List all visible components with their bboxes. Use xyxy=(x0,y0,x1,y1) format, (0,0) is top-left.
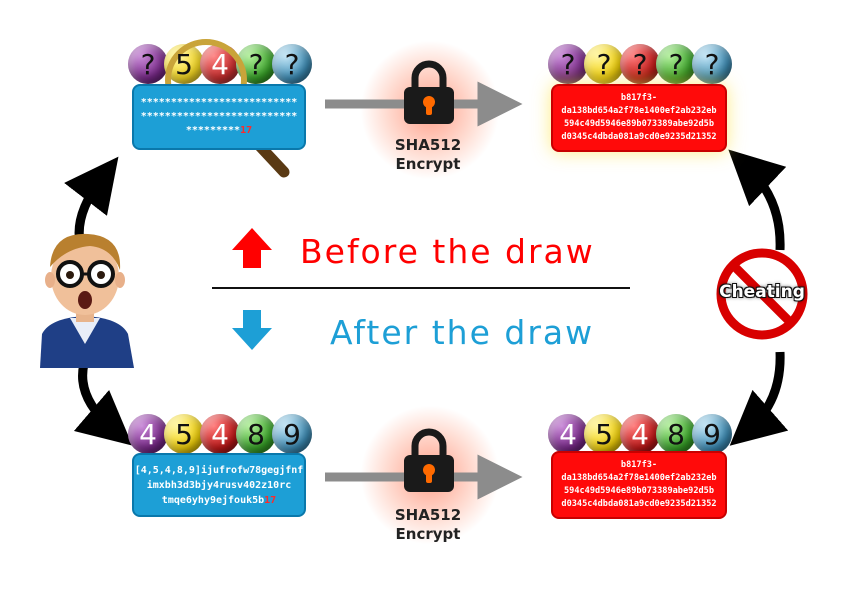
seed-line: [4,5,4,8,9]ijufrofw78gegjfnf xyxy=(135,463,304,478)
lottery-ball: ? xyxy=(692,44,732,84)
hash-line: da138bd654a2f78e1400ef2ab232eb xyxy=(561,473,717,483)
lottery-ball: ? xyxy=(128,44,168,84)
hash-line: 594c49d5946e89b073389abe92d5b xyxy=(563,486,715,496)
mask-line: ************************** xyxy=(140,97,298,108)
lottery-ball: ? xyxy=(656,44,696,84)
encrypt-caption-top: SHA512 Encrypt xyxy=(380,136,476,174)
bottom-left-balls: 4 5 4 8 9 xyxy=(128,414,318,458)
hash-line: b817f3- xyxy=(620,460,658,470)
lottery-ball: 5 xyxy=(164,414,204,454)
hash-line: d0345c4dbda081a9cd0e9235d21352 xyxy=(561,132,717,142)
right-down-arrow xyxy=(729,351,789,446)
hash-line: b817f3- xyxy=(620,93,658,103)
lottery-ball: ? xyxy=(548,44,588,84)
lock-icon-bottom xyxy=(404,428,454,492)
lottery-ball: ? xyxy=(272,44,312,84)
seed-line3: tmqe6yhy9ejfouk5b xyxy=(161,494,265,506)
top-left-balls: ? 5 4 ? ? xyxy=(128,44,318,88)
encrypt-caption-line1: SHA512 xyxy=(394,136,462,154)
masked-seed-panel: ************************** *************… xyxy=(132,84,306,150)
red-up-arrow-icon xyxy=(232,228,272,268)
lottery-ball: 9 xyxy=(272,414,312,454)
lottery-ball: 8 xyxy=(656,414,696,454)
lottery-ball: 5 xyxy=(164,44,204,84)
no-cheating-sign: Cheating xyxy=(716,248,808,340)
top-right-balls: ? ? ? ? ? xyxy=(548,44,738,88)
seed-panel: [4,5,4,8,9]ijufrofw78gegjfnf imxbh3d3bjy… xyxy=(132,453,306,517)
lottery-ball: ? xyxy=(584,44,624,84)
lottery-ball: 4 xyxy=(200,44,240,84)
seed-suffix: 17 xyxy=(264,494,277,506)
surprised-kid-illustration xyxy=(40,233,134,368)
mask-line: ************************** xyxy=(140,111,298,122)
lottery-ball: 4 xyxy=(128,414,168,454)
lottery-ball: 5 xyxy=(584,414,624,454)
hash-line: 594c49d5946e89b073389abe92d5b xyxy=(563,119,715,129)
seed-prefix: [4,5,4,8,9] xyxy=(134,464,201,476)
seed-line: tmqe6yhy9ejfouk5b17 xyxy=(162,493,276,508)
seed-line1: ijufrofw78gegjfnf xyxy=(200,464,304,476)
lottery-ball: 8 xyxy=(236,414,276,454)
hash-line: da138bd654a2f78e1400ef2ab232eb xyxy=(561,106,717,116)
right-up-arrow xyxy=(728,149,787,251)
before-draw-label: Before the draw xyxy=(300,232,595,271)
after-draw-label: After the draw xyxy=(330,313,595,352)
lock-icon-top xyxy=(404,60,454,124)
encrypt-caption-line2: Encrypt xyxy=(395,525,461,543)
hash-panel-top: b817f3- da138bd654a2f78e1400ef2ab232eb 5… xyxy=(551,84,727,152)
encrypt-caption-bottom: SHA512 Encrypt xyxy=(380,506,476,544)
lottery-ball: 4 xyxy=(200,414,240,454)
encrypt-caption-line1: SHA512 xyxy=(394,506,462,524)
lottery-ball: ? xyxy=(620,44,660,84)
encrypt-caption-line2: Encrypt xyxy=(395,155,461,173)
cheating-label: Cheating xyxy=(719,282,805,302)
mask-line-last: *********17 xyxy=(186,124,252,138)
mask-line-text: ********* xyxy=(185,125,241,136)
mask-suffix: 17 xyxy=(240,125,253,136)
prohibited-icon xyxy=(716,248,808,340)
blue-down-arrow-icon xyxy=(232,310,272,350)
hash-panel-bottom: b817f3- da138bd654a2f78e1400ef2ab232eb 5… xyxy=(551,451,727,519)
hash-line: d0345c4dbda081a9cd0e9235d21352 xyxy=(561,499,717,509)
lottery-ball: 9 xyxy=(692,414,732,454)
lottery-ball: 4 xyxy=(548,414,588,454)
bottom-right-balls: 4 5 4 8 9 xyxy=(548,414,738,458)
lottery-ball: 4 xyxy=(620,414,660,454)
seed-line2: imxbh3d3bjy4rusv402z10rc xyxy=(146,479,292,491)
